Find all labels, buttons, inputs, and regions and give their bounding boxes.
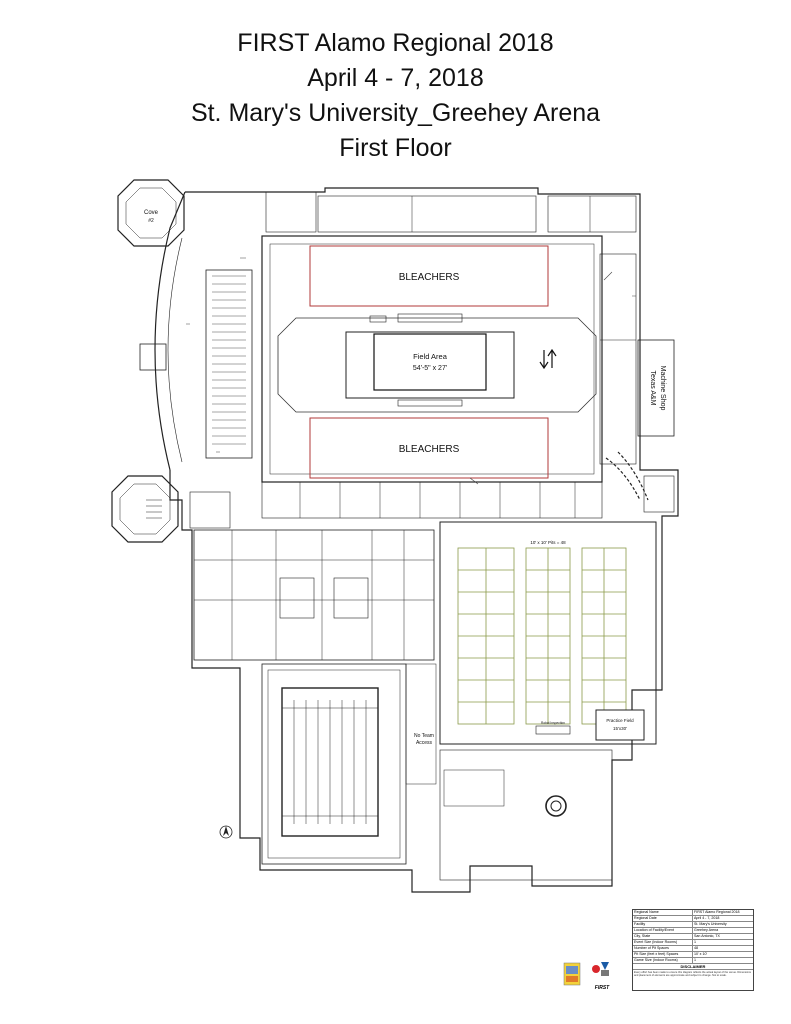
title-block-key: Facility — [633, 922, 693, 927]
disclaimer-text: Every effort has been made to ensure thi… — [634, 971, 751, 977]
title-block-value: 10' x 10' — [694, 952, 708, 956]
title-block-value: Greehey Arena — [694, 928, 719, 932]
bleachers-top — [309, 245, 549, 307]
title-block-value: St. Mary's University — [694, 922, 727, 926]
title-block-value: 1 — [694, 958, 696, 962]
pit-hall — [439, 521, 657, 745]
practice-field-size: 15'x30' — [613, 726, 627, 731]
robot-inspection — [535, 725, 571, 735]
practice-field — [595, 709, 645, 741]
machine-shop-label-2: Machine Shop — [659, 366, 666, 411]
machine-shop-label: Texas A&M — [649, 370, 656, 405]
building-outline — [169, 187, 679, 893]
title-block-value: April 4 - 7, 2018 — [694, 916, 720, 920]
title-block-key: Game Size (Indoor Rooms) — [633, 958, 693, 963]
title-block-value: San Antonio, TX — [694, 934, 720, 938]
title-block-key: City, State — [633, 934, 693, 939]
title-block-key: Pit Size (feet x feet) Spaces — [633, 952, 693, 957]
robot-inspection-label: Robot Inspection — [541, 721, 565, 725]
no-team-access-label: No Team — [414, 733, 434, 739]
event-title: FIRST Alamo Regional 2018 — [237, 29, 554, 57]
title-block-key: Regional Name — [633, 910, 693, 915]
first-wordmark: FIRST — [594, 985, 610, 991]
first-logo-icon: FIRST — [590, 960, 614, 991]
title-block-key: Number of Pit Spaces — [633, 946, 693, 951]
bleachers-bottom-label: BLEACHERS — [399, 444, 460, 455]
swimming-pool — [281, 687, 379, 837]
direction-arrows-icon — [539, 348, 557, 370]
sponsor-badge-icon — [563, 960, 587, 986]
floor-label: First Floor — [339, 134, 452, 162]
venue-name: St. Mary's University_Greehey Arena — [190, 99, 601, 127]
pit-grid — [457, 547, 627, 725]
title-block-row: Event Size (Indoor Rooms)1 — [633, 940, 753, 946]
field-size-label: 54'-5" x 27' — [413, 365, 447, 372]
title-block-key: Event Size (Indoor Rooms) — [633, 940, 693, 945]
compass-icon — [219, 825, 233, 839]
title-block-value: FIRST Alamo Regional 2018 — [694, 910, 740, 914]
field-perimeter — [277, 317, 597, 413]
disclaimer-heading: DISCLAIMER — [633, 964, 753, 970]
no-team-access-label-2: Access — [416, 740, 433, 746]
field-area — [345, 331, 515, 399]
field-area-label: Field Area — [413, 352, 448, 361]
title-block-value: 48 — [694, 946, 698, 950]
practice-field-label: Practice Field — [606, 718, 634, 723]
title-block-value: 1 — [694, 940, 696, 944]
stair-tower-north — [117, 179, 185, 247]
title-block: FIRST Alamo Regional 2018 April 4 - 7, 2… — [0, 26, 791, 166]
pits-label: 10' x 10' Pits = 48 — [530, 540, 566, 545]
lobby-round-feature — [545, 795, 567, 817]
title-block-row: Game Size (Indoor Rooms)1 — [633, 958, 753, 964]
cove-2-label: Cove — [144, 210, 159, 216]
bleachers-top-label: BLEACHERS — [399, 272, 460, 283]
title-block-key: Location of Facility/Event — [633, 928, 693, 933]
cove-2-number: #2 — [148, 218, 154, 224]
stair-tower-south — [111, 475, 179, 543]
bleachers-bottom — [309, 417, 549, 479]
event-dates: April 4 - 7, 2018 — [307, 64, 484, 92]
title-block-key: Regional Date — [633, 916, 693, 921]
